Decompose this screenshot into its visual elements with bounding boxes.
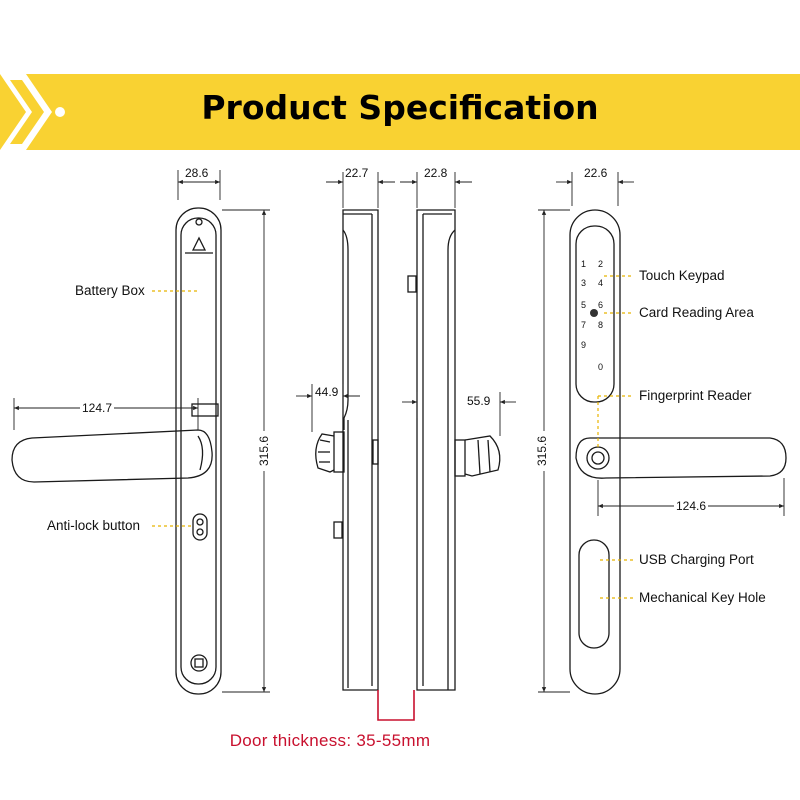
dim-front-width: 28.6: [185, 166, 209, 180]
keypad-key: 1: [581, 259, 587, 269]
keypad-key: 0: [598, 362, 604, 372]
banner-background: [0, 74, 800, 150]
back-plate: [569, 209, 621, 695]
side-b-body: [416, 209, 456, 691]
dim-back-width: 22.6: [584, 166, 608, 180]
front-handle: [11, 429, 213, 483]
callout-touch-keypad: Touch Keypad: [639, 268, 725, 283]
page-title: Product Specification: [201, 88, 599, 127]
callout-card-reading-area: Card Reading Area: [639, 305, 754, 320]
dim-front-height: 315.6: [257, 431, 271, 471]
dimension-lines: [13, 170, 785, 693]
dim-back-height: 315.6: [535, 431, 549, 471]
side-view-b: [407, 209, 501, 691]
keypad-key: 4: [598, 278, 604, 288]
callout-fingerprint-reader: Fingerprint Reader: [639, 388, 752, 403]
dim-side-a-width: 22.7: [345, 166, 369, 180]
side-view-a: [315, 209, 379, 691]
keypad-panel: [575, 225, 615, 403]
front-plate: [175, 207, 222, 695]
back-view: [569, 209, 787, 695]
battery-icon: [191, 236, 207, 251]
door-thickness-note: Door thickness: 35-55mm: [229, 731, 431, 750]
front-view: [11, 207, 222, 695]
callout-leaders: [152, 275, 634, 599]
card-reader-icon: [590, 309, 598, 317]
keypad-key: 7: [581, 320, 587, 330]
callout-anti-lock-button: Anti-lock button: [47, 518, 141, 533]
callout-battery-box: Battery Box: [75, 283, 145, 298]
callout-usb-charging-port: USB Charging Port: [639, 552, 754, 567]
usb-slot: [578, 539, 610, 649]
fingerprint-sensor: [586, 446, 610, 470]
dim-back-handle: 124.6: [674, 499, 709, 513]
keypad-key: 2: [598, 259, 604, 269]
banner-bullet-icon: [55, 107, 65, 117]
side-a-knob: [315, 433, 335, 473]
dim-front-handle: 124.7: [80, 401, 115, 415]
front-key-cylinder: [190, 654, 208, 672]
callout-mechanical-key-hole: Mechanical Key Hole: [639, 590, 766, 605]
anti-lock-button: [192, 513, 208, 541]
keypad-key: 3: [581, 278, 587, 288]
keypad-key: 9: [581, 340, 587, 350]
side-b-knob: [464, 435, 501, 477]
back-handle: [575, 437, 787, 479]
keypad-key: 5: [581, 300, 587, 310]
dim-side-a-knob: 44.9: [315, 385, 339, 399]
dim-side-b-knob: 55.9: [467, 394, 491, 408]
keypad-key: 8: [598, 320, 604, 330]
keypad-key: 6: [598, 300, 604, 310]
door-thickness-bracket: [377, 690, 415, 721]
dim-side-b-width: 22.8: [424, 166, 448, 180]
title-banner: [0, 74, 800, 150]
